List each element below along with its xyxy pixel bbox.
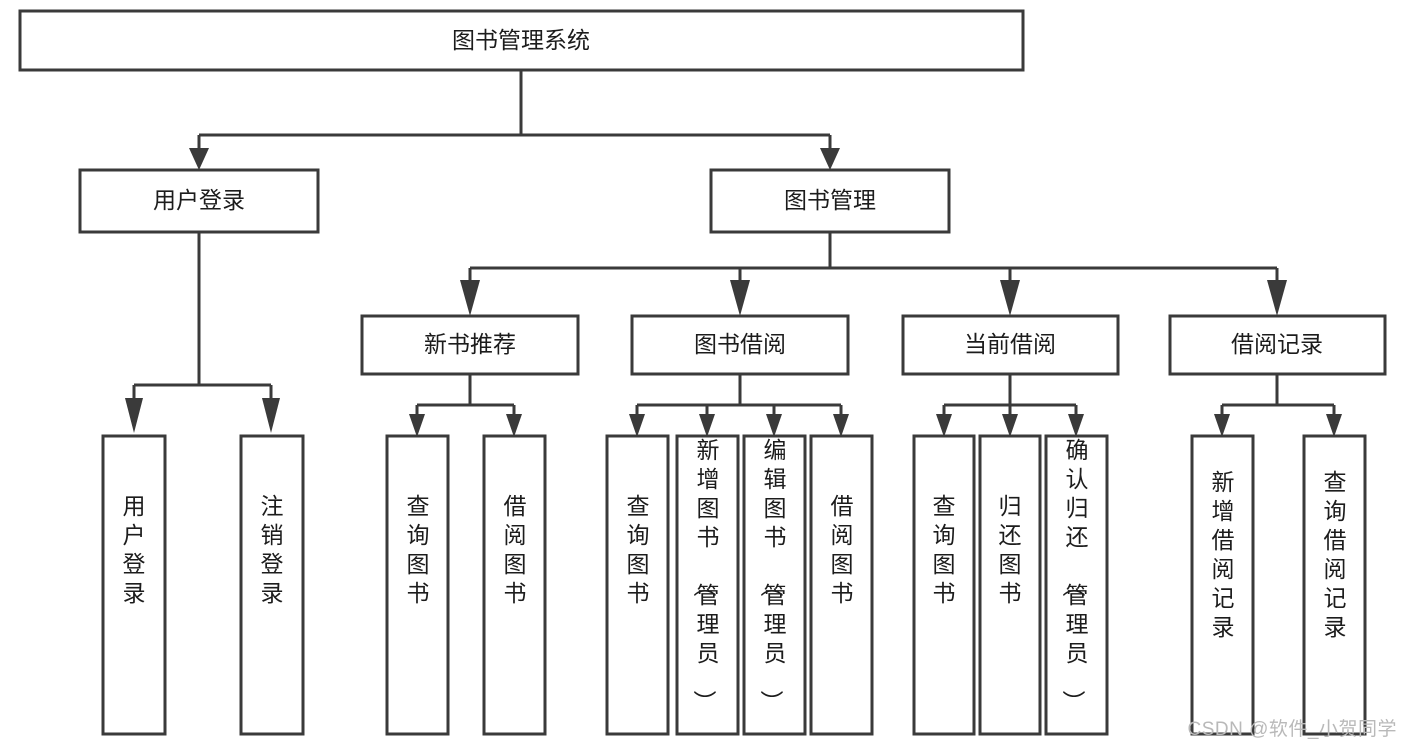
- node-borrow-record-box[interactable]: [1168, 314, 1387, 376]
- node-leaf-rec-add-label: 新增借阅记录: [1212, 469, 1235, 640]
- node-new-book-rec-label: 新书推荐: [424, 331, 516, 357]
- node-book-borrow-box[interactable]: [630, 314, 850, 376]
- node-book-manage-label: 图书管理: [784, 187, 876, 213]
- arrowhead-borrow-record: [1267, 280, 1287, 316]
- node-new-book-rec[interactable]: 新书推荐: [360, 314, 580, 376]
- node-new-book-rec-box[interactable]: [360, 314, 580, 376]
- node-leaf-rec-search[interactable]: 查询借阅记录: [1302, 434, 1367, 736]
- node-leaf-borrow-query[interactable]: 查询图书: [605, 434, 670, 736]
- node-root-box[interactable]: [18, 9, 1025, 72]
- node-borrow-record[interactable]: 借阅记录: [1168, 314, 1387, 376]
- node-leaf-rec-borrow-label: 借阅图书: [504, 493, 527, 606]
- node-user-login[interactable]: 用户登录: [78, 168, 320, 234]
- node-leaf-rec-add[interactable]: 新增借阅记录: [1190, 434, 1255, 736]
- arrowhead-leaf-rec-search: [1326, 414, 1342, 437]
- node-leaf-user-logout[interactable]: 注销登录: [239, 434, 305, 736]
- node-leaf-cur-confirm-label: 确认归还（管理员）: [1061, 437, 1089, 713]
- node-user-login-box[interactable]: [78, 168, 320, 234]
- node-leaf-rec-add-box[interactable]: [1190, 434, 1255, 736]
- node-leaf-rec-query[interactable]: 查询图书: [385, 434, 450, 736]
- node-leaf-borrow-edit-label: 编辑图书（管理员）: [759, 437, 787, 713]
- arrowhead-leaf-cur-confirm: [1068, 414, 1084, 437]
- node-leaf-borrow-add-box[interactable]: [675, 434, 740, 736]
- node-leaf-rec-search-box[interactable]: [1302, 434, 1367, 736]
- node-leaf-cur-confirm-box[interactable]: [1044, 434, 1109, 736]
- node-leaf-rec-search-label: 查询借阅记录: [1324, 469, 1347, 640]
- node-leaf-rec-query-label: 查询图书: [407, 493, 430, 606]
- node-leaf-user-login-label: 用户登录: [123, 493, 146, 606]
- arrowhead-leaf-borrow-query: [629, 414, 645, 437]
- node-leaf-borrow-lend-box[interactable]: [809, 434, 874, 736]
- node-root-label: 图书管理系统: [452, 27, 590, 53]
- node-current-borrow[interactable]: 当前借阅: [901, 314, 1120, 376]
- node-leaf-user-login-box[interactable]: [101, 434, 167, 736]
- node-leaf-cur-return[interactable]: 归还图书: [978, 434, 1042, 736]
- node-leaf-borrow-add-label: 新增图书（管理员）: [692, 437, 720, 713]
- node-leaf-cur-query[interactable]: 查询图书: [912, 434, 976, 736]
- arrowhead-leaf-rec-query: [409, 414, 425, 437]
- arrowhead-leaf-cur-query: [936, 414, 952, 437]
- arrowhead-leaf-rec-add: [1214, 414, 1230, 437]
- node-leaf-rec-borrow[interactable]: 借阅图书: [482, 434, 547, 736]
- arrowhead-leaf-borrow-add: [699, 414, 715, 437]
- arrowhead-current-borrow: [1000, 280, 1020, 316]
- node-leaf-user-logout-label: 注销登录: [261, 493, 284, 606]
- arrowhead-userlogin: [189, 148, 209, 170]
- node-leaf-borrow-query-box[interactable]: [605, 434, 670, 736]
- node-book-manage[interactable]: 图书管理: [709, 168, 951, 234]
- node-leaf-user-login[interactable]: 用户登录: [101, 434, 167, 736]
- node-leaf-rec-query-box[interactable]: [385, 434, 450, 736]
- node-book-borrow[interactable]: 图书借阅: [630, 314, 850, 376]
- node-root[interactable]: 图书管理系统: [18, 9, 1025, 72]
- node-current-borrow-box[interactable]: [901, 314, 1120, 376]
- arrowhead-leaf-cur-return: [1002, 414, 1018, 437]
- node-leaf-cur-return-box[interactable]: [978, 434, 1042, 736]
- arrowhead-leaf-borrow-lend: [833, 414, 849, 437]
- arrowhead-bookmanage: [820, 148, 840, 170]
- node-leaf-borrow-lend-label: 借阅图书: [831, 493, 854, 606]
- node-leaf-cur-query-label: 查询图书: [933, 493, 956, 606]
- node-leaf-borrow-edit[interactable]: 编辑图书（管理员）: [742, 434, 807, 736]
- node-leaf-cur-confirm[interactable]: 确认归还（管理员）: [1044, 434, 1109, 736]
- connector-group: [125, 70, 1342, 437]
- node-user-login-label: 用户登录: [153, 187, 245, 213]
- arrowhead-leaf-user-logout: [262, 398, 280, 433]
- node-leaf-borrow-edit-box[interactable]: [742, 434, 807, 736]
- node-borrow-record-label: 借阅记录: [1231, 331, 1323, 357]
- arrowhead-leaf-borrow-edit: [766, 414, 782, 437]
- node-book-manage-box[interactable]: [709, 168, 951, 234]
- arrowhead-leaf-rec-borrow: [506, 414, 522, 437]
- node-book-borrow-label: 图书借阅: [694, 331, 786, 357]
- arrowhead-book-borrow: [730, 280, 750, 316]
- node-leaf-user-logout-box[interactable]: [239, 434, 305, 736]
- node-leaf-borrow-add[interactable]: 新增图书（管理员）: [675, 434, 740, 736]
- node-leaf-borrow-lend[interactable]: 借阅图书: [809, 434, 874, 736]
- node-leaf-borrow-query-label: 查询图书: [627, 493, 650, 606]
- node-leaf-rec-borrow-box[interactable]: [482, 434, 547, 736]
- arrowhead-new-book-rec: [460, 280, 480, 316]
- node-leaf-cur-return-label: 归还图书: [999, 493, 1022, 606]
- node-leaf-cur-query-box[interactable]: [912, 434, 976, 736]
- arrowhead-leaf-user-login: [125, 398, 143, 433]
- node-current-borrow-label: 当前借阅: [964, 331, 1056, 357]
